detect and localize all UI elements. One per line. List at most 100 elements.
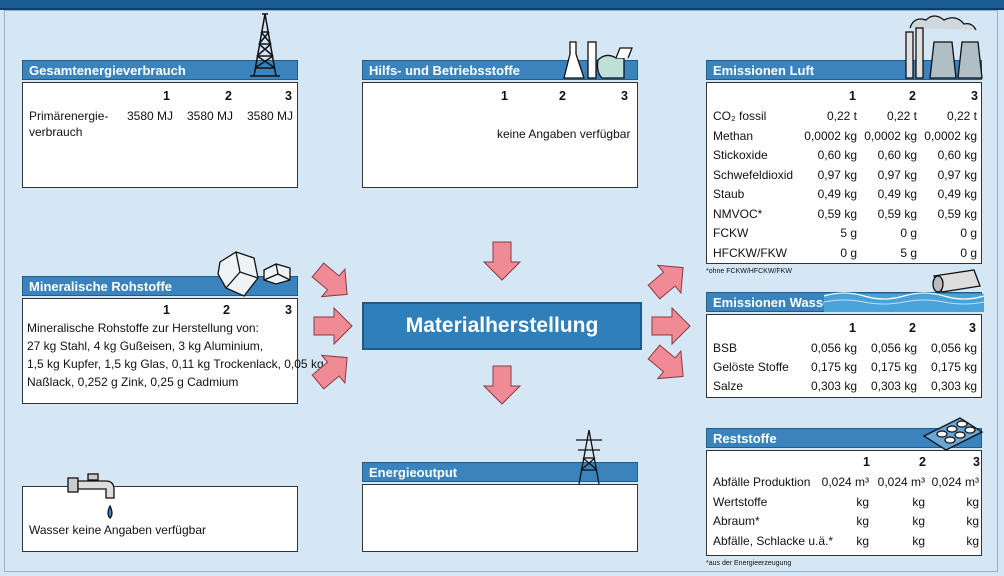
emission-label: Methan — [713, 128, 754, 143]
reststoff-label: Wertstoffe — [713, 494, 768, 509]
row-value-3: 0,056 kg — [930, 341, 977, 355]
mineralisch-line-1: Mineralische Rohstoffe zur Herstellung v… — [27, 321, 259, 335]
emissionen-wasser-title: Emissionen Wasser — [713, 295, 836, 310]
arrow-mineral-in-3 — [305, 343, 360, 397]
arrow-luft-out — [641, 253, 696, 307]
row-value-2: kg — [912, 514, 925, 528]
row-value-2: 0,97 kg — [877, 167, 917, 182]
row-value-3: kg — [966, 494, 979, 509]
col-2-label: 2 — [909, 321, 916, 335]
reststoffe-header: Reststoffe — [706, 428, 982, 448]
row-value-2: 0,056 kg — [870, 341, 917, 355]
row-value-1: 0,175 kg — [810, 360, 857, 374]
col-3-label: 3 — [285, 303, 292, 317]
col-3-label: 3 — [973, 455, 980, 469]
row-value-3: 0,0002 kg — [924, 128, 977, 143]
row-value-2: 0,024 m³ — [877, 475, 925, 489]
row-value-3: 0 g — [960, 226, 977, 240]
row-value-2: 0,59 kg — [877, 206, 917, 221]
row-value-1: 5 g — [840, 226, 857, 240]
col-1-label: 1 — [163, 303, 170, 317]
hilfsstoffe-box: 1 2 3 keine Angaben verfügbar — [362, 82, 638, 188]
arrow-hilfsstoffe-in — [483, 241, 521, 281]
col-1-label: 1 — [849, 89, 856, 103]
energieoutput-box — [362, 484, 638, 552]
waste-pipe-icon — [823, 269, 985, 312]
row-value-2: kg — [912, 494, 925, 509]
arrow-wasser-out — [651, 307, 691, 345]
col-1-label: 1 — [863, 455, 870, 469]
power-pylon-icon — [576, 429, 602, 485]
row-value-2: 0,303 kg — [870, 379, 917, 393]
col-2-label: 2 — [223, 303, 230, 317]
col-3-label: 3 — [971, 89, 978, 103]
lab-glassware-icon — [563, 41, 633, 79]
materialherstellung-title: Materialherstellung — [405, 314, 599, 337]
wasser-text: Wasser keine Angaben verfügbar — [29, 523, 206, 537]
gesamtenergie-title: Gesamtenergieverbrauch — [29, 63, 186, 78]
gesamtenergie-box: 1 2 3 Primärenergie- verbrauch 3580 MJ 3… — [22, 82, 298, 188]
row-value-3: 0,303 kg — [930, 379, 977, 393]
row-value-2: 0,22 t — [886, 109, 917, 123]
col-3-label: 3 — [969, 321, 976, 335]
col-3-label: 3 — [285, 89, 292, 103]
waste-tray-icon — [922, 417, 984, 451]
row-value-1: kg — [856, 494, 869, 509]
arrow-energieoutput-out — [483, 365, 521, 405]
primaerenergie-value-1: 3580 MJ — [126, 109, 173, 123]
emission-label: FCKW — [713, 226, 749, 240]
row-value-1: 0,303 kg — [810, 379, 857, 393]
water-tap-icon — [67, 473, 115, 519]
arrow-mineral-in-1 — [305, 255, 360, 309]
energieoutput-header: Energieoutput — [362, 462, 638, 482]
arrow-reststoffe-out — [641, 337, 696, 391]
mineralisch-box: 1 2 3 Mineralische Rohstoffe zur Herstel… — [22, 298, 324, 404]
row-value-2: 0 g — [900, 226, 917, 240]
row-value-1: 0,024 m³ — [821, 475, 869, 489]
table-row: FCKW 5 g 0 g 0 g — [707, 224, 981, 243]
table-row: Wertstoffe kg kg kg — [707, 493, 981, 512]
emission-label: Gelöste Stoffe — [713, 360, 789, 374]
reststoffe-footnote: *aus der Energieerzeugung — [706, 560, 792, 567]
col-1-label: 1 — [163, 89, 170, 103]
row-value-3: kg — [966, 514, 979, 528]
row-value-3: 0 g — [960, 245, 977, 260]
emission-label: Salze — [713, 379, 744, 393]
table-row: Salze 0,303 kg 0,303 kg 0,303 kg — [707, 377, 981, 396]
rocks-icon — [217, 251, 291, 297]
row-value-1: 0,22 t — [826, 109, 857, 123]
col-2-label: 2 — [909, 89, 916, 103]
row-value-3: 0,49 kg — [937, 187, 977, 201]
primaerenergie-value-2: 3580 MJ — [186, 109, 233, 123]
col-1-label: 1 — [849, 321, 856, 335]
row-value-1: 0,0002 kg — [804, 128, 857, 143]
row-value-3: 0,60 kg — [937, 148, 977, 162]
emissionen-luft-title: Emissionen Luft — [713, 63, 815, 78]
row-value-3: 0,97 kg — [937, 167, 977, 182]
row-value-1: kg — [856, 514, 869, 528]
luft-footnote: *ohne FCKW/HFCKW/FKW — [706, 268, 792, 275]
row-value-2: kg — [912, 533, 925, 548]
wasser-box: Wasser keine Angaben verfügbar — [22, 486, 298, 552]
mineralisch-line-2: 27 kg Stahl, 4 kg Gußeisen, 3 kg Alumini… — [27, 339, 264, 353]
reststoff-label: Abfälle Produktion — [713, 475, 811, 489]
diagram-frame — [4, 10, 998, 572]
col-3-label: 3 — [621, 89, 628, 103]
hilfsstoffe-note: keine Angaben verfügbar — [497, 127, 631, 141]
row-value-2: 0,49 kg — [877, 187, 917, 201]
factory-chimney-icon — [905, 15, 983, 79]
emission-label: CO₂ fossil — [713, 109, 767, 123]
reststoff-label: Abfälle, Schlacke u.ä.* — [713, 533, 834, 548]
